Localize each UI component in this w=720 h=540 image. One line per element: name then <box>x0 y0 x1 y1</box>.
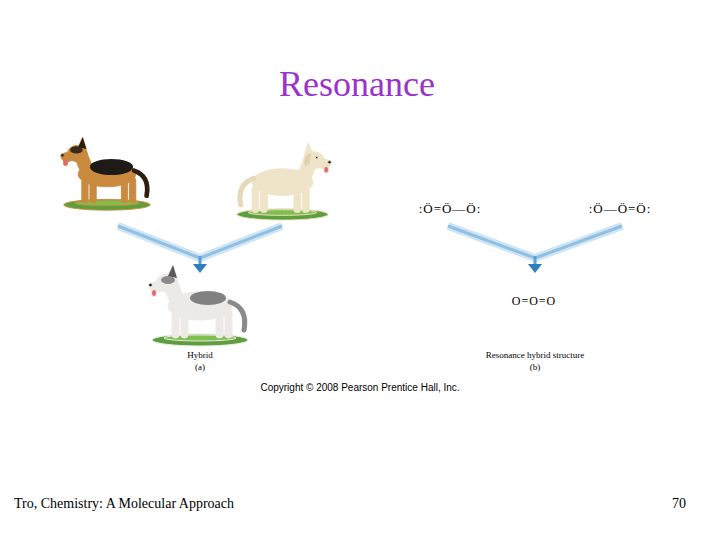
merge-arrow <box>118 226 282 273</box>
labrador-dog <box>237 143 331 220</box>
lewis-structure: :Ö=Ö—Ö: <box>419 202 482 217</box>
hybrid-structure: O=O=O <box>512 295 557 309</box>
copyright-note: Copyright © 2008 Pearson Prentice Hall, … <box>260 382 459 394</box>
page-number: 70 <box>672 496 686 512</box>
lewis-structure: :Ö—Ö=Ö: <box>589 202 652 217</box>
footer-source: Tro, Chemistry: A Molecular Approach <box>14 496 234 512</box>
hybrid-dog <box>149 265 248 346</box>
figure-caption: Hybrid <box>187 350 213 360</box>
panel-letter: (b) <box>530 362 541 372</box>
panel-letter: (a) <box>195 362 205 372</box>
shepherd-dog <box>61 137 150 210</box>
figure-caption: Resonance hybrid structure <box>486 350 584 360</box>
slide-title: Resonance <box>279 64 435 105</box>
merge-arrow <box>448 226 622 273</box>
